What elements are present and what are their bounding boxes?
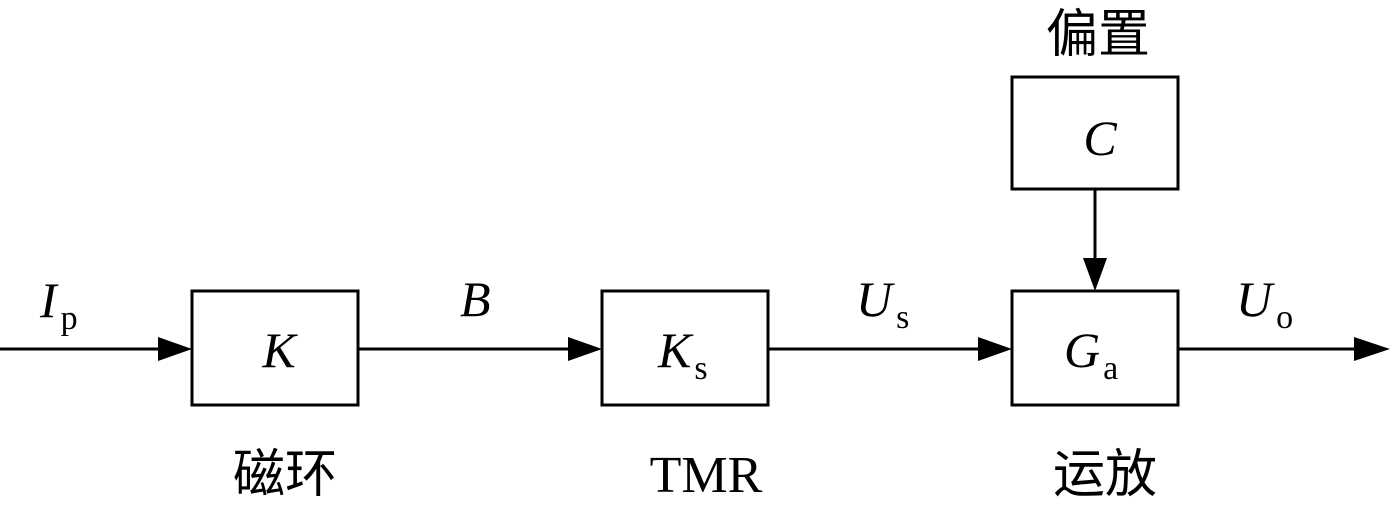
block-ring-caption: 磁环 (233, 445, 337, 505)
block-bias-symbol: C (1083, 110, 1117, 166)
block-tmr-caption: TMR (650, 447, 763, 504)
block-tmr-symbol: Ks (657, 322, 708, 387)
block-ring (190, 289, 360, 407)
ring-to-tmr-arrowhead (568, 337, 602, 361)
block-tmr (600, 289, 770, 407)
output-arrowhead (1354, 337, 1390, 361)
block-bias-caption: 偏置 (1046, 5, 1150, 65)
bias-to-amp-arrowhead (1083, 258, 1107, 291)
input-arrowhead (158, 337, 192, 361)
block-amp-symbol: Ga (1064, 322, 1118, 387)
signal-after-ring-label: B (460, 271, 491, 327)
block-amp-caption: 运放 (1053, 445, 1157, 505)
block-bias (1010, 75, 1180, 191)
block-ring-symbol: K (261, 322, 298, 378)
tmr-to-amp-arrowhead (978, 337, 1012, 361)
